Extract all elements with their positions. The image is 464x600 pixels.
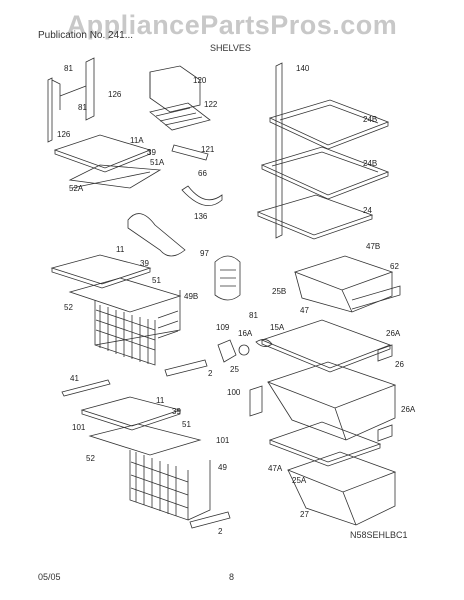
part-callout: 49B: [184, 292, 198, 301]
part-callout: 47A: [268, 464, 283, 473]
part-callout: 25: [230, 365, 239, 374]
part-callout: 24B: [363, 159, 377, 168]
part-callout: 25A: [292, 476, 307, 485]
part-callout: 39: [172, 407, 181, 416]
crisper-drawer-26: [266, 361, 397, 441]
part-callout: 52: [86, 454, 95, 463]
part-callout: 126: [108, 90, 122, 99]
shelf-rail-140: [275, 62, 283, 239]
site-watermark: AppliancePartsPros.com: [66, 10, 398, 40]
strip-41: [61, 379, 111, 397]
part-callout: 25B: [272, 287, 286, 296]
section-title: SHELVES: [210, 43, 251, 53]
page-number: 8: [229, 572, 235, 582]
part-callout: 24B: [363, 115, 377, 124]
part-callout: 66: [198, 169, 207, 178]
part-callout: 62: [390, 262, 399, 271]
part-callout: 2: [218, 527, 223, 536]
part-callout: 39: [147, 148, 156, 157]
diagram-code: N58SEHLBC1: [350, 530, 408, 540]
part-callout: 47B: [366, 242, 380, 251]
glass-shelf-11a: [53, 134, 162, 189]
deli-drawer-120: [149, 65, 211, 131]
crisper-cover-47: [260, 319, 392, 373]
part-callout: 100: [227, 388, 241, 397]
trim-2-upper: [164, 359, 208, 377]
basket-assembly-lower: [80, 396, 211, 521]
ice-part-97: [214, 255, 241, 301]
part-callout: 81: [78, 103, 87, 112]
shelf-24-bottom: [256, 194, 374, 240]
model-header: Publication No. 241...: [38, 30, 134, 41]
part-callout: 51: [152, 276, 161, 285]
trim-2-lower: [189, 511, 231, 529]
small-parts-109-16a-15a: [217, 339, 273, 363]
hinge-26a: [377, 344, 393, 442]
basket-assembly-upper: [50, 254, 182, 366]
part-callout: 136: [194, 212, 208, 221]
part-callout: 15A: [270, 323, 285, 332]
part-callout: 97: [200, 249, 209, 258]
divider-100: [249, 385, 263, 417]
part-callout: 24: [363, 206, 372, 215]
part-callout: 126: [57, 130, 71, 139]
part-callout: 120: [193, 76, 207, 85]
part-callout: 51A: [150, 158, 165, 167]
crisper-drawer-27: [286, 451, 397, 526]
part-callout: 101: [216, 436, 230, 445]
part-callout: 122: [204, 100, 218, 109]
footer-date: 05/05: [38, 572, 61, 582]
part-callout: 51: [182, 420, 191, 429]
part-callout: 52: [64, 303, 73, 312]
part-callout: 109: [216, 323, 230, 332]
callout-labels: 811261201221408112611A3951A12124B52A6624…: [57, 64, 416, 536]
shelf-24b-top: [268, 99, 390, 150]
shelf-24b-middle: [260, 146, 390, 200]
cover-136: [127, 213, 186, 257]
part-callout: 26A: [401, 405, 416, 414]
part-callout: 81: [249, 311, 258, 320]
part-callout: 39: [140, 259, 149, 268]
part-callout: 47: [300, 306, 309, 315]
part-callout: 49: [218, 463, 227, 472]
shelf-bracket-left: [47, 57, 95, 143]
part-callout: 26: [395, 360, 404, 369]
part-callout: 81: [64, 64, 73, 73]
part-callout: 11: [116, 245, 125, 254]
part-callout: 140: [296, 64, 310, 73]
part-callout: 41: [70, 374, 79, 383]
part-callout: 11A: [130, 136, 144, 145]
part-callout: 27: [300, 510, 309, 519]
part-callout: 26A: [386, 329, 401, 338]
slide-rail-121: [171, 144, 209, 161]
crisper-drawer-47b: [293, 255, 401, 313]
part-callout: 101: [72, 423, 86, 432]
part-callout: 16A: [238, 329, 253, 338]
part-callout: 11: [156, 396, 165, 405]
part-callout: 52A: [69, 184, 84, 193]
part-callout: 121: [201, 145, 215, 154]
retainer-66: [181, 185, 223, 207]
crisper-cover-47a: [268, 421, 382, 467]
part-callout: 2: [208, 369, 213, 378]
